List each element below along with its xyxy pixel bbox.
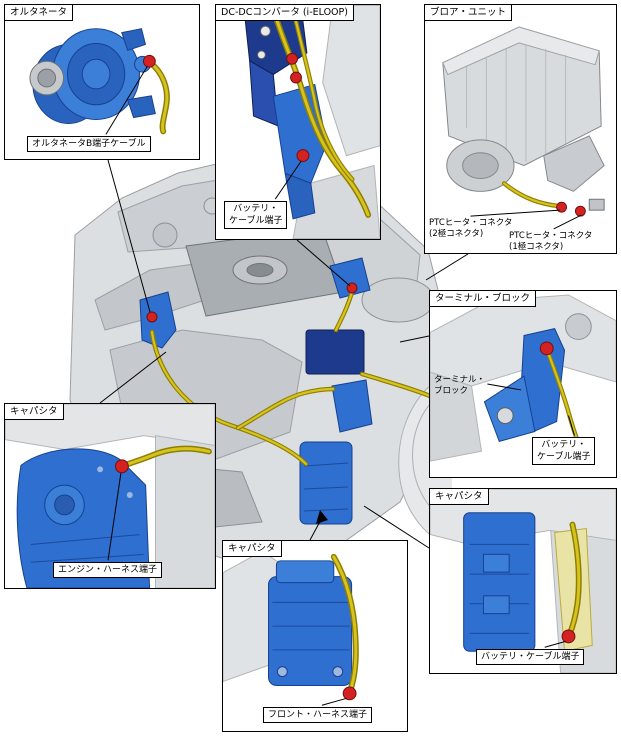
front-harness-cable xyxy=(330,553,359,701)
battery-cable-routing xyxy=(146,282,433,467)
terminal-marker xyxy=(342,686,357,701)
dcdc-converter-illustration xyxy=(243,5,380,239)
blue-components xyxy=(139,257,373,525)
alternator-illustration xyxy=(29,28,170,135)
leader-capacitor-right xyxy=(363,505,430,549)
terminal-marker xyxy=(146,311,158,323)
callout-title-capacitor-left: キャパシタ xyxy=(4,403,64,420)
leader-blower xyxy=(425,253,469,281)
ptc-1pin-connector xyxy=(574,205,586,217)
terminal-block-illustration xyxy=(430,294,616,462)
callout-blower-unit: ブロア・ユニット PTCヒータ・コネクタ (2極コネクタ) PTCヒータ・コネク… xyxy=(424,4,617,254)
engine-cover xyxy=(185,227,345,317)
ptc-heater-harness xyxy=(501,181,605,217)
bolt xyxy=(97,466,104,473)
strut-tower xyxy=(430,294,616,462)
engine-harness-cable xyxy=(114,445,212,474)
label-battery-cable-terminal: バッテリ・ケーブル端子 xyxy=(476,649,585,666)
capacitor-body xyxy=(268,560,353,686)
bolt xyxy=(276,666,288,678)
label-ptc-heater-connector-2pin: PTCヒータ・コネクタ (2極コネクタ) xyxy=(429,218,513,240)
b-terminal-cable xyxy=(142,54,170,135)
callout-capacitor-bottom: キャパシタ フロント・ハーネス端子 xyxy=(222,540,408,732)
callout-alternator: オルタネータ オルタネータB端子ケーブル xyxy=(4,4,200,160)
label-battery-cable-terminal: バッテリ・ ケーブル端子 xyxy=(532,437,596,466)
alternator-body xyxy=(29,28,156,124)
battery-cable xyxy=(270,6,372,218)
capacitor-bottom-illustration xyxy=(223,550,359,706)
callout-title-capacitor-right: キャパシタ xyxy=(429,488,489,505)
label-engine-harness-terminal: エンジン・ハーネス端子 xyxy=(53,562,163,579)
leader-dcdc xyxy=(296,239,351,287)
battery-cable xyxy=(554,521,593,652)
terminal-marker xyxy=(286,52,298,65)
terminal-marker xyxy=(142,54,156,68)
terminal-marker xyxy=(296,149,310,163)
label-ptc-heater-connector-1pin: PTCヒータ・コネクタ (1極コネクタ) xyxy=(509,231,593,253)
capacitor-body xyxy=(463,512,536,652)
dcdc-converter-body xyxy=(243,5,328,220)
terminal-marker xyxy=(114,459,129,474)
callout-title-capacitor-bottom: キャパシタ xyxy=(222,540,282,557)
arrowhead xyxy=(316,510,328,524)
bolt xyxy=(332,666,344,678)
blower-unit-body xyxy=(442,26,605,192)
capacitor-body xyxy=(16,448,151,588)
surrounding-panels xyxy=(292,5,380,239)
bolt xyxy=(259,25,271,37)
terminal-marker xyxy=(539,341,554,356)
gray-connector xyxy=(588,198,605,211)
bolt xyxy=(126,492,133,498)
label-alternator-b-terminal-cable: オルタネータB端子ケーブル xyxy=(27,136,151,153)
callout-title-dcdc: DC-DCコンバータ (i-ELOOP) xyxy=(215,4,354,21)
callout-title-blower: ブロア・ユニット xyxy=(424,4,513,21)
blower-unit-illustration xyxy=(442,26,605,230)
callout-title-terminal-block: ターミナル・ブロック xyxy=(429,290,537,307)
terminal-marker xyxy=(561,629,576,644)
callout-dcdc-converter: DC-DCコンバータ (i-ELOOP) バッテリ・ ケーブル端子 xyxy=(215,4,381,240)
terminal-block-body xyxy=(483,328,566,442)
terminal-marker xyxy=(290,71,302,84)
bolt xyxy=(257,50,266,60)
label-front-harness-terminal: フロント・ハーネス端子 xyxy=(263,707,373,724)
callout-capacitor-left: キャパシタ エンジン・ハーネス端子 xyxy=(4,403,216,589)
leader-alternator xyxy=(107,159,151,313)
mount-hole xyxy=(496,407,514,425)
label-battery-cable-terminal: バッテリ・ ケーブル端子 xyxy=(224,201,288,230)
capacitor-left-illustration xyxy=(5,404,215,588)
leader-capacitor-left xyxy=(99,351,167,404)
leader-terminal-block xyxy=(399,335,430,343)
capacitor-right-illustration xyxy=(430,489,616,673)
callout-capacitor-right: キャパシタ バッテリ・ケーブル端子 xyxy=(429,488,617,674)
callout-title-alternator: オルタネータ xyxy=(4,4,74,21)
callout-leader-lines xyxy=(99,159,469,549)
ptc-2pin-connector xyxy=(556,201,568,213)
label-terminal-block: ターミナル・ ブロック xyxy=(434,375,486,397)
callout-terminal-block: ターミナル・ブロック ターミナル・ ブロック バッテリ・ ケーブル端子 xyxy=(429,290,617,478)
